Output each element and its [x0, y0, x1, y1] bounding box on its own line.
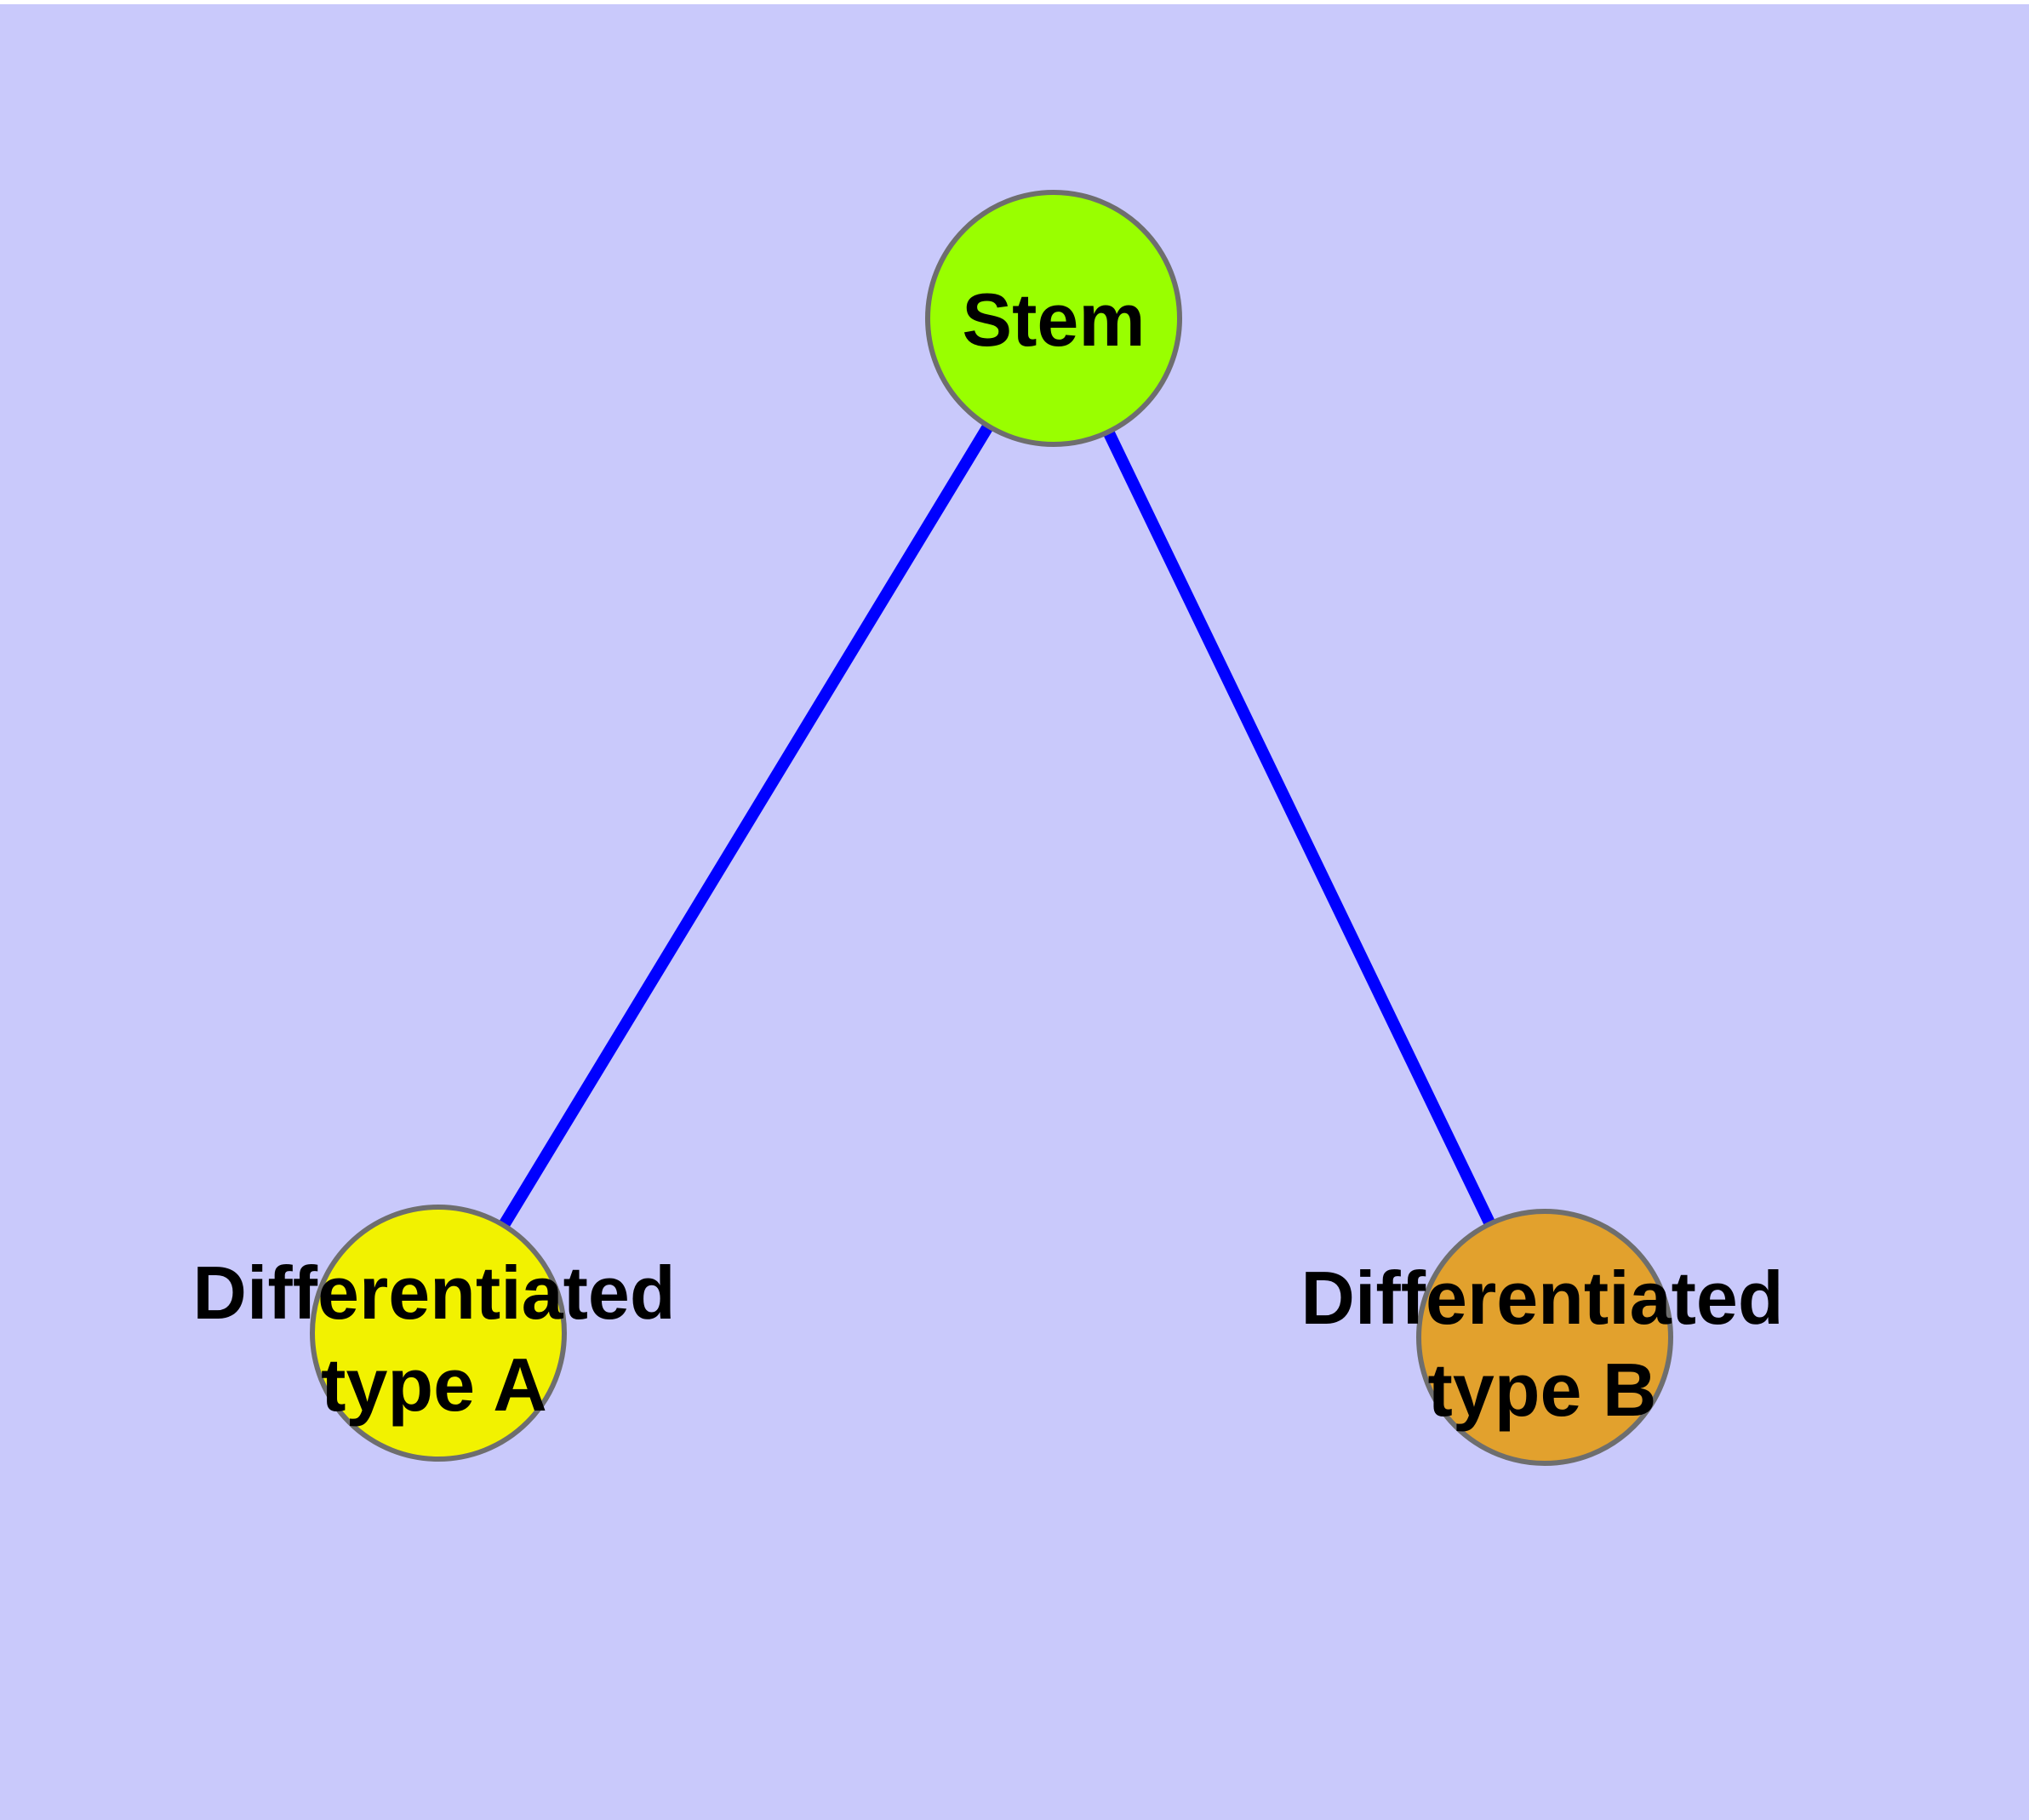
edge-stem-to-type-b [1048, 315, 1551, 1341]
node-type-a-label-line2: type A [321, 1342, 547, 1427]
edge-stem-to-type-a [433, 315, 1059, 1336]
node-differentiated-type-a[interactable] [310, 1205, 567, 1462]
node-type-b-label-line1: Differentiated [1300, 1256, 1783, 1340]
node-type-a-label-line1: Differentiated [192, 1251, 675, 1335]
node-stem[interactable] [925, 190, 1182, 447]
canvas-top-edge [0, 0, 2029, 4]
node-stem-label: Stem [962, 278, 1145, 362]
node-type-b-label-line2: type B [1428, 1348, 1657, 1432]
node-differentiated-type-b[interactable] [1416, 1209, 1673, 1466]
